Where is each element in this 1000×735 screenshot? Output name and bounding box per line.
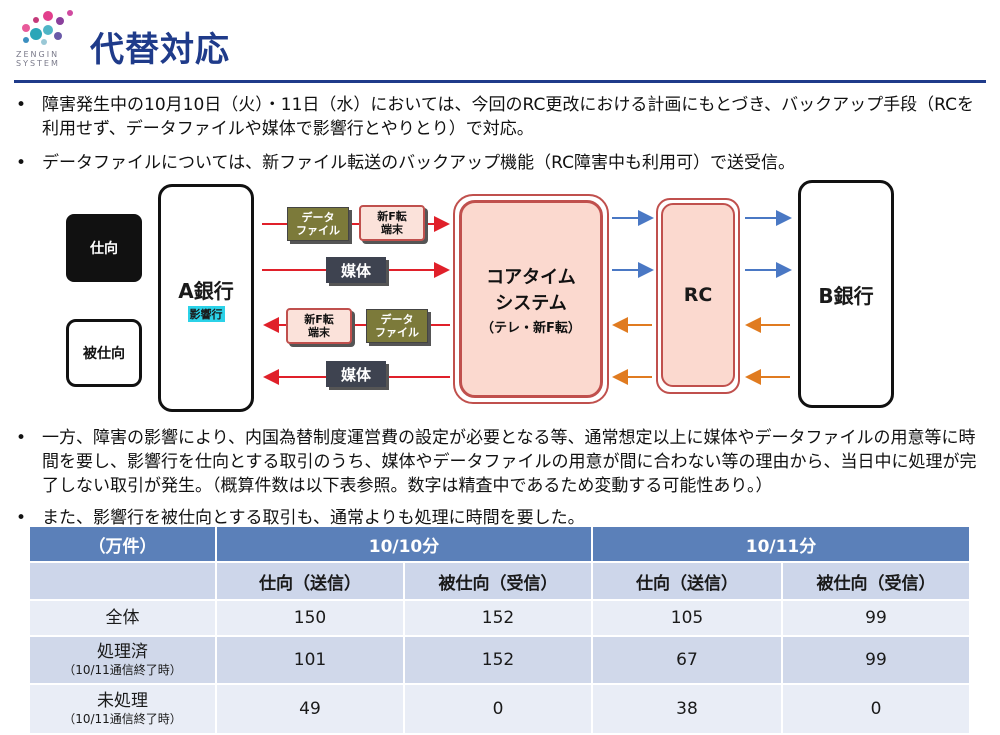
table-cell: 150 [216,600,405,637]
bullet-item-1: • 障害発生中の10月10日（火）・11日（水）においては、今回のRC更改におけ… [16,93,981,141]
bullet-item-4: • また、影響行を被仕向とする取引も、通常よりも処理に時間を要した。 [16,506,981,530]
data-file-box-top: データ ファイル [287,207,349,241]
table-cell: 105 [592,600,783,637]
row-label-sub: （10/11通信終了時） [63,663,182,677]
core-subtitle: （テレ・新F転） [481,320,581,336]
receive-direction-box: 被仕向 [66,319,142,387]
table-header-row: （万件） 10/10分 10/11分 [30,527,971,563]
table-subheader-row: 仕向（送信） 被仕向（受信） 仕向（送信） 被仕向（受信） [30,562,971,601]
rc-outline [656,198,740,394]
table-cell: 101 [216,636,405,685]
unit-header: （万件） [30,527,217,563]
col-recv-header: 被仕向（受信） [782,562,971,601]
data-file-box-bottom: データ ファイル [366,309,428,343]
table-cell: 99 [782,636,971,685]
col-send-header: 仕向（送信） [592,562,783,601]
table-cell: 49 [216,684,405,735]
title-divider [14,80,986,83]
transaction-count-table: （万件） 10/10分 10/11分 仕向（送信） 被仕向（受信） 仕向（送信）… [30,527,971,735]
media-box-top: 媒体 [326,257,386,283]
col-recv-header: 被仕向（受信） [404,562,593,601]
bullet-text-4: また、影響行を被仕向とする取引も、通常よりも処理に時間を要した。 [42,508,585,528]
send-direction-box: 仕向 [66,214,142,282]
new-f-terminal-box-top: 新F転 端末 [359,205,425,241]
rc-box: RC [661,203,735,387]
row-label-text: 全体 [105,608,140,628]
bullet-item-3: • 一方、障害の影響により、内国為替制度運営費の設定が必要となる等、通常想定以上… [16,426,981,498]
bullet-text-1: 障害発生中の10月10日（火）・11日（水）においては、今回のRC更改における計… [42,95,975,139]
page-title: 代替対応 [90,30,230,70]
core-system-outline [453,194,609,404]
table-cell: 152 [404,600,593,637]
bullet-dot: • [16,95,27,115]
table-cell: 0 [782,684,971,735]
empty-header-cell [30,562,217,601]
row-label-text: 未処理 [97,691,148,711]
table-cell: 67 [592,636,783,685]
date2-header: 10/11分 [592,527,971,563]
affected-bank-badge: 影響行 [187,305,225,322]
row-label: 処理済 （10/11通信終了時） [30,636,217,685]
table-cell: 99 [782,600,971,637]
row-label-sub: （10/11通信終了時） [63,712,182,726]
zengin-logo-icon [22,10,73,45]
media-box-bottom: 媒体 [326,361,386,387]
bullet-item-2: • データファイルについては、新ファイル転送のバックアップ機能（RC障害中も利用… [16,151,981,175]
col-send-header: 仕向（送信） [216,562,405,601]
bullet-text-3: 一方、障害の影響により、内国為替制度運営費の設定が必要となる等、通常想定以上に媒… [42,428,977,496]
row-label-text: 処理済 [97,642,148,662]
bank-a-name: A銀行 [178,278,234,303]
bullet-dot: • [16,153,27,173]
core-title-line1: コアタイム [486,266,576,288]
row-label: 全体 [30,600,217,637]
row-label: 未処理 （10/11通信終了時） [30,684,217,735]
logo-text: ZENGIN SYSTEM [16,50,60,68]
table-cell: 0 [404,684,593,735]
bullet-dot: • [16,428,27,448]
bank-a-box: A銀行 影響行 [158,184,254,412]
table-row: 処理済 （10/11通信終了時） 101 152 67 99 [30,636,971,685]
table-row: 未処理 （10/11通信終了時） 49 0 38 0 [30,684,971,735]
table-cell: 38 [592,684,783,735]
bullet-text-2: データファイルについては、新ファイル転送のバックアップ機能（RC障害中も利用可）… [42,153,795,173]
table-row: 全体 150 152 105 99 [30,600,971,637]
bullet-dot: • [16,508,27,528]
table-cell: 152 [404,636,593,685]
date1-header: 10/10分 [216,527,593,563]
core-time-system-box: コアタイム システム （テレ・新F転） [459,200,603,398]
core-title-line2: システム [495,292,567,314]
new-f-terminal-box-bottom: 新F転 端末 [286,308,352,344]
bank-b-box: B銀行 [798,180,894,408]
